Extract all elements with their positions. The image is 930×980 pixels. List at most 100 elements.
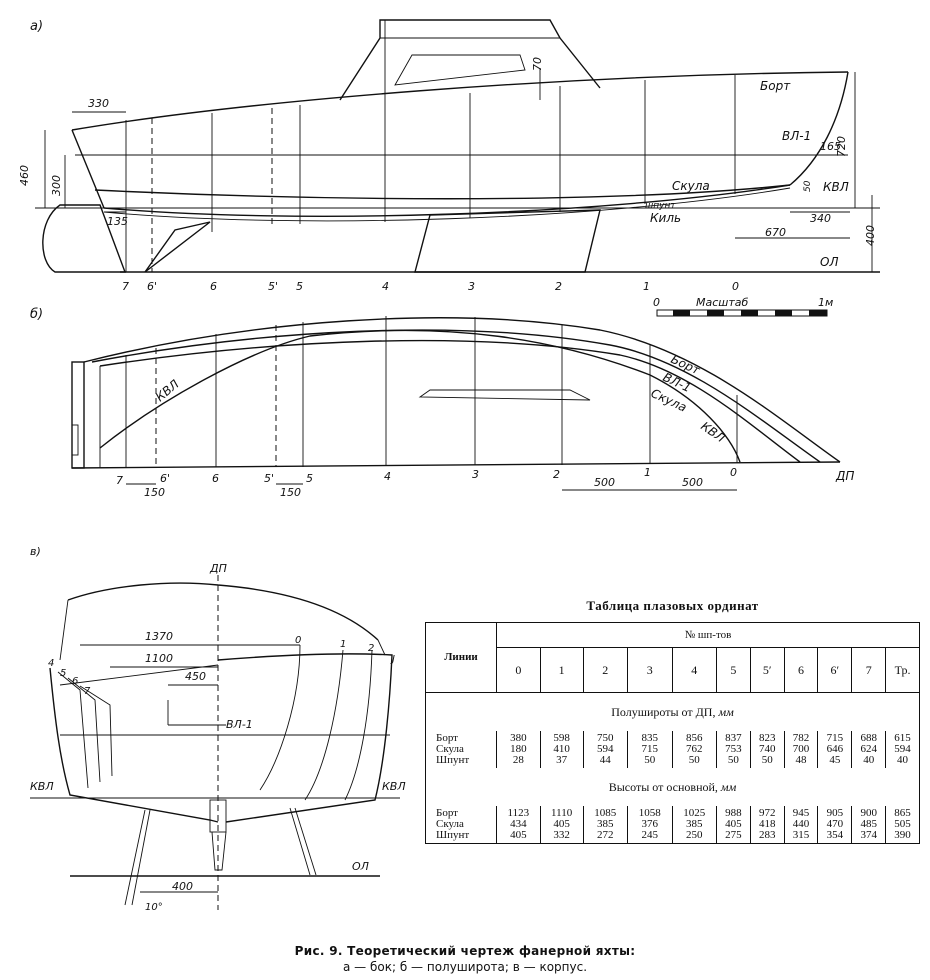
cabin-window — [394, 54, 526, 86]
offset-value: 646 — [826, 743, 844, 755]
plan-dim-150-b: 150 — [280, 486, 301, 499]
dim-400: 400 — [864, 225, 877, 246]
body-station-numbers: 0 1 2 J 4 5 6 7 — [48, 635, 395, 697]
side-view: а) — [18, 19, 880, 293]
stem-profile — [789, 71, 849, 186]
plan-view-label: б) — [30, 307, 43, 322]
plan-dimensions: 150 150 500 500 — [126, 476, 737, 499]
body-station-J: J — [390, 654, 395, 665]
frame-header-0: 0 — [496, 647, 541, 693]
plan-station-3: 3 — [472, 468, 479, 481]
dim-300: 300 — [50, 175, 63, 196]
frame-header-1: 1 — [539, 647, 584, 693]
side-label-vl1: ВЛ-1 — [782, 129, 811, 143]
body-station-7: 7 — [84, 686, 91, 697]
body-view-label: в) — [30, 545, 41, 558]
body-station-0: 0 — [295, 635, 301, 646]
offset-value: 180 — [510, 743, 527, 755]
offset-value: 354 — [826, 829, 844, 841]
offset-value: 856 — [685, 732, 703, 744]
plan-station-2: 2 — [553, 468, 560, 481]
side-label-shpunt: шпунт — [645, 201, 676, 211]
plan-station-4: 4 — [384, 470, 391, 483]
frame-header-7: 6 — [783, 647, 818, 693]
body-label-kvl-left: КВЛ — [30, 780, 54, 793]
offset-value: 50 — [761, 754, 773, 766]
side-view-label: а) — [30, 19, 43, 34]
line-name: Скула — [436, 743, 464, 755]
frame-header-10: Тр. — [885, 647, 920, 693]
plan-transom — [71, 361, 85, 469]
side-station-4: 4 — [382, 280, 389, 293]
frame-header-4: 4 — [671, 647, 717, 693]
plan-label-dp: ДП — [835, 469, 854, 483]
offset-value: 865 — [894, 807, 911, 819]
side-station-5: 5 — [296, 280, 303, 293]
body-station-6: 6 — [72, 676, 78, 687]
offset-value: 48 — [795, 754, 807, 766]
offset-value: 615 — [894, 732, 911, 744]
plan-dim-150-a: 150 — [144, 486, 165, 499]
frame-header-9: 7 — [851, 647, 886, 693]
plan-station-1: 1 — [644, 466, 651, 479]
dim-460: 460 — [18, 165, 31, 186]
body-label-vl1: ВЛ-1 — [226, 718, 253, 731]
offset-value: 385 — [685, 818, 703, 830]
side-station-1: 1 — [643, 280, 650, 293]
body-cabin-top — [67, 582, 379, 641]
offset-value: 440 — [792, 818, 810, 830]
dim-50: 50 — [803, 180, 813, 192]
dim-720: 720 — [835, 136, 848, 157]
offset-value: 753 — [725, 743, 742, 755]
offsets-table: Таблица плазовых ординат Линии № шп-тов … — [425, 598, 920, 844]
side-label-ol: ОЛ — [820, 255, 838, 269]
frame-header-8: 6′ — [817, 647, 852, 693]
plan-stations — [125, 316, 738, 468]
offset-value: 45 — [829, 754, 841, 766]
side-station-0: 0 — [732, 280, 739, 293]
offset-value: 405 — [510, 829, 527, 841]
offset-value: 405 — [725, 818, 742, 830]
dim-670: 670 — [765, 226, 786, 239]
side-station-6: 6 — [210, 280, 217, 293]
offset-value: 434 — [510, 818, 527, 830]
sheer-line — [71, 71, 849, 131]
side-station-2: 2 — [555, 280, 562, 293]
offset-value: 1085 — [594, 807, 617, 819]
offset-value: 598 — [553, 732, 570, 744]
plan-bort — [83, 317, 841, 463]
offset-value: 50 — [688, 754, 700, 766]
body-dim-400: 400 — [172, 880, 193, 893]
body-keel — [209, 799, 227, 833]
offset-value: 385 — [597, 818, 614, 830]
section-title-0: Полушироты от ДП, мм — [611, 704, 734, 719]
body-label-dp: ДП — [209, 562, 227, 575]
offset-value: 594 — [597, 743, 614, 755]
frame-header-3: 3 — [627, 647, 672, 693]
offset-value: 405 — [553, 818, 570, 830]
plan-station-numbers: 7 6' 6 5' 5 4 3 2 1 0 — [116, 466, 737, 487]
cabin-outline — [339, 19, 601, 101]
offset-value: 50 — [644, 754, 656, 766]
body-station-5: 5 — [60, 668, 66, 679]
offset-value: 40 — [897, 754, 909, 766]
offset-value: 283 — [758, 829, 776, 841]
plan-station-7: 7 — [116, 474, 123, 487]
figure-caption: Рис. 9. Теоретический чертеж фанерной ях… — [0, 944, 930, 974]
